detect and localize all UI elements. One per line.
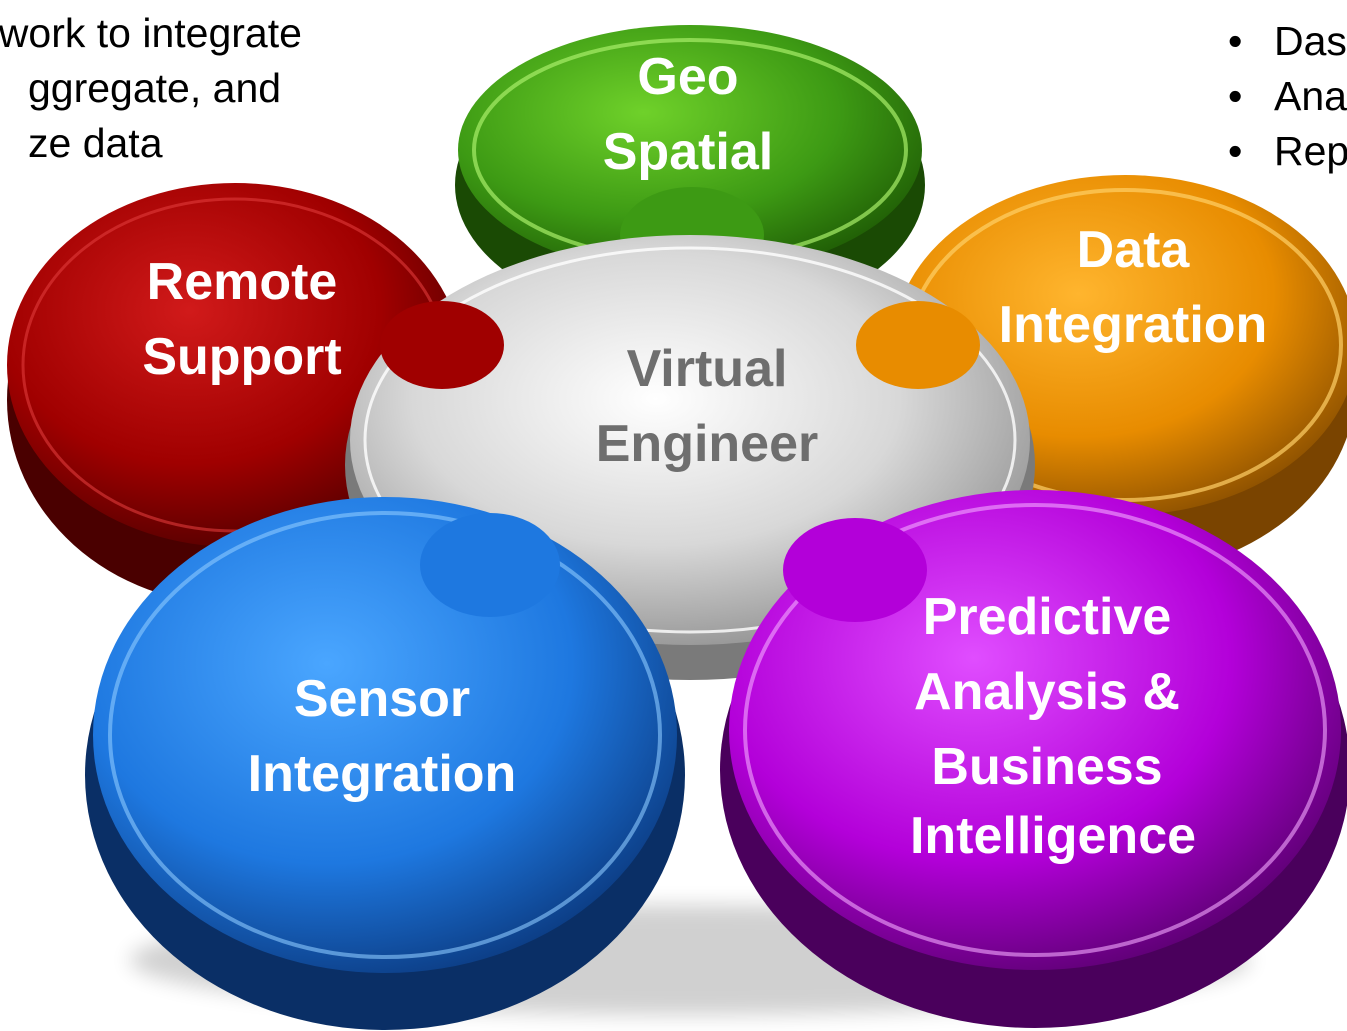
bullet-text: Das: [1274, 18, 1347, 64]
intro-line-3: ze data: [28, 120, 163, 166]
data-label-line1: Data: [1077, 221, 1191, 279]
predictive-label-line2: Analysis &: [914, 663, 1180, 721]
predictive-label-line4: Intelligence: [910, 807, 1196, 865]
bullet-item: • Ana: [1228, 69, 1347, 124]
bullet-marker: •: [1228, 128, 1243, 174]
piece-sensor-integration: [85, 497, 685, 1030]
remote-label-line1: Remote: [147, 253, 338, 311]
geo-label-line2: Spatial: [603, 123, 774, 181]
bullet-marker: •: [1228, 18, 1243, 64]
piece-predictive-analysis: [720, 490, 1347, 1028]
center-label-line1: Virtual: [627, 340, 788, 398]
bullet-marker: •: [1228, 73, 1243, 119]
intro-line-1: ework to integrate: [0, 10, 302, 56]
sensor-label-line2: Integration: [248, 745, 517, 803]
intro-text: ework to integrate ggregate, and ze data: [0, 6, 302, 171]
predictive-label-line1: Predictive: [923, 588, 1172, 646]
bullet-item: • Das: [1228, 14, 1347, 69]
bullet-text: Ana: [1274, 73, 1347, 119]
bullet-list: • Das • Ana • Rep: [1228, 14, 1347, 179]
data-label-line2: Integration: [999, 296, 1268, 354]
center-label-line2: Engineer: [596, 415, 819, 473]
intro-line-2: ggregate, and: [28, 65, 282, 111]
sensor-label-line1: Sensor: [294, 670, 470, 728]
predictive-label-line3: Business: [931, 738, 1162, 796]
bullet-text: Rep: [1274, 128, 1347, 174]
geo-label-line1: Geo: [637, 48, 738, 106]
bullet-item: • Rep: [1228, 124, 1347, 179]
remote-label-line2: Support: [142, 328, 341, 386]
